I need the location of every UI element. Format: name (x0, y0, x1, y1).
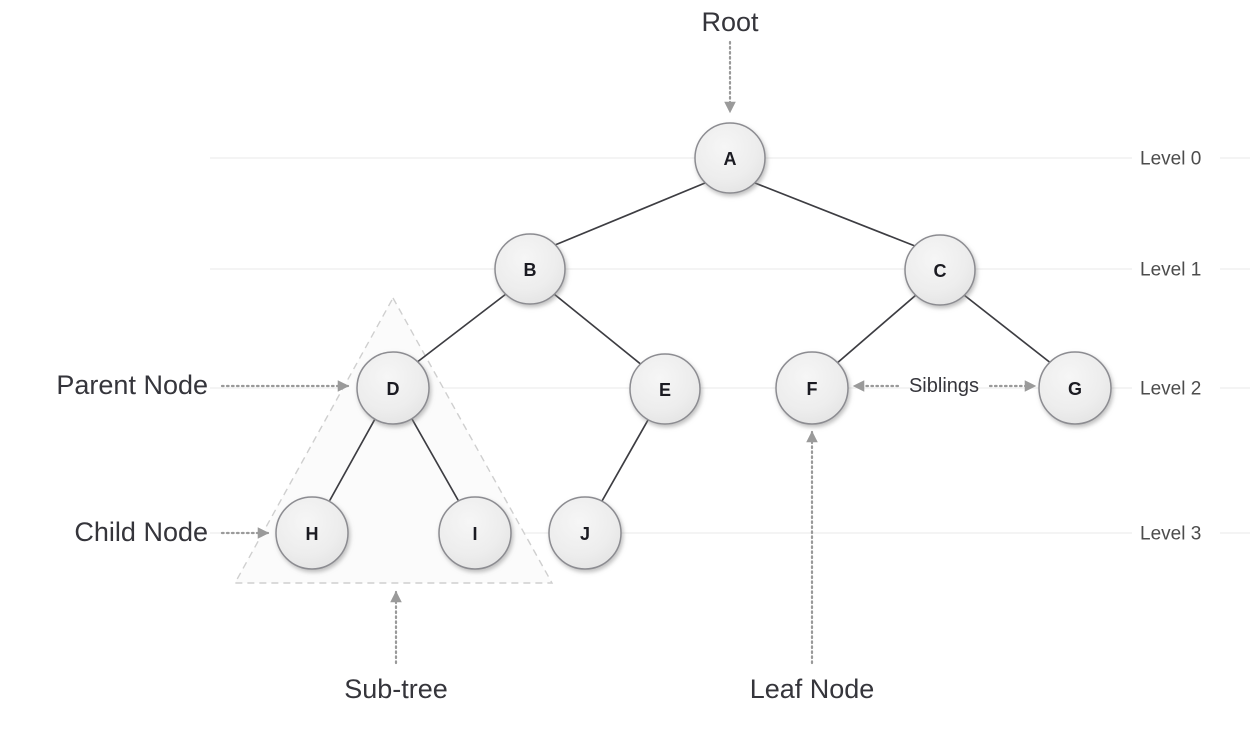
tree-node-d[interactable]: D (356, 351, 430, 425)
node-label-g: G (1068, 379, 1082, 399)
node-circle-j[interactable] (548, 496, 622, 570)
node-circle-f[interactable] (775, 351, 849, 425)
siblings-label: Siblings (909, 375, 979, 397)
annotation-child-node: Child Node (74, 517, 270, 547)
node-label-d: D (387, 379, 400, 399)
annotation-root: Root (701, 7, 759, 114)
node-circle-e[interactable] (629, 353, 701, 425)
annotation-leaf-node: Leaf Node (750, 430, 875, 704)
edge-d-h (329, 418, 376, 501)
node-label-b: B (524, 260, 537, 280)
edge-c-f (835, 294, 917, 365)
edge-b-d (415, 293, 507, 364)
edge-c-g (963, 294, 1053, 365)
node-circle-g[interactable] (1038, 351, 1112, 425)
edge-d-i (411, 418, 459, 501)
tree-node-b[interactable]: B (494, 233, 566, 305)
level-label-1: Level 1 (1140, 260, 1201, 281)
node-circle-c[interactable] (904, 234, 976, 306)
sub-tree-label: Sub-tree (344, 674, 448, 704)
node-circle-b[interactable] (494, 233, 566, 305)
node-label-e: E (659, 380, 671, 400)
node-circle-h[interactable] (275, 496, 349, 570)
tree-node-c[interactable]: C (904, 234, 976, 306)
node-circle-d[interactable] (356, 351, 430, 425)
node-circle-i[interactable] (438, 496, 512, 570)
tree-node-a[interactable]: A (694, 122, 766, 194)
tree-edges (329, 182, 1053, 502)
level-label-backing-1 (1132, 256, 1220, 282)
root-label: Root (701, 7, 759, 37)
level-label-backing-3 (1132, 520, 1220, 546)
edge-a-b (554, 182, 706, 246)
parent-node-label: Parent Node (56, 370, 208, 400)
node-circle-a[interactable] (694, 122, 766, 194)
node-label-h: H (306, 524, 319, 544)
level-label-backing-2 (1132, 375, 1220, 401)
tree-nodes: A B C D E F G (275, 122, 1112, 570)
edge-e-j (601, 419, 649, 502)
level-label-0: Level 0 (1140, 149, 1201, 170)
tree-node-g[interactable]: G (1038, 351, 1112, 425)
tree-node-h[interactable]: H (275, 496, 349, 570)
level-label-2: Level 2 (1140, 379, 1201, 400)
node-label-f: F (807, 379, 818, 399)
tree-node-f[interactable]: F (775, 351, 849, 425)
tree-node-j[interactable]: J (548, 496, 622, 570)
node-label-c: C (934, 261, 947, 281)
edge-b-e (553, 293, 644, 367)
level-label-backing-0 (1132, 145, 1220, 171)
node-label-j: J (580, 524, 590, 544)
annotation-siblings: Siblings (852, 375, 1037, 397)
node-label-a: A (724, 149, 737, 169)
tree-node-e[interactable]: E (629, 353, 701, 425)
tree-node-i[interactable]: I (438, 496, 512, 570)
node-label-i: I (472, 524, 477, 544)
annotation-parent-node: Parent Node (56, 370, 350, 400)
edge-a-c (754, 182, 916, 247)
child-node-label: Child Node (74, 517, 208, 547)
leaf-node-label: Leaf Node (750, 674, 875, 704)
level-labels: Level 0 Level 1 Level 2 Level 3 (1132, 145, 1220, 546)
level-label-3: Level 3 (1140, 524, 1201, 545)
annotation-sub-tree: Sub-tree (344, 590, 448, 704)
